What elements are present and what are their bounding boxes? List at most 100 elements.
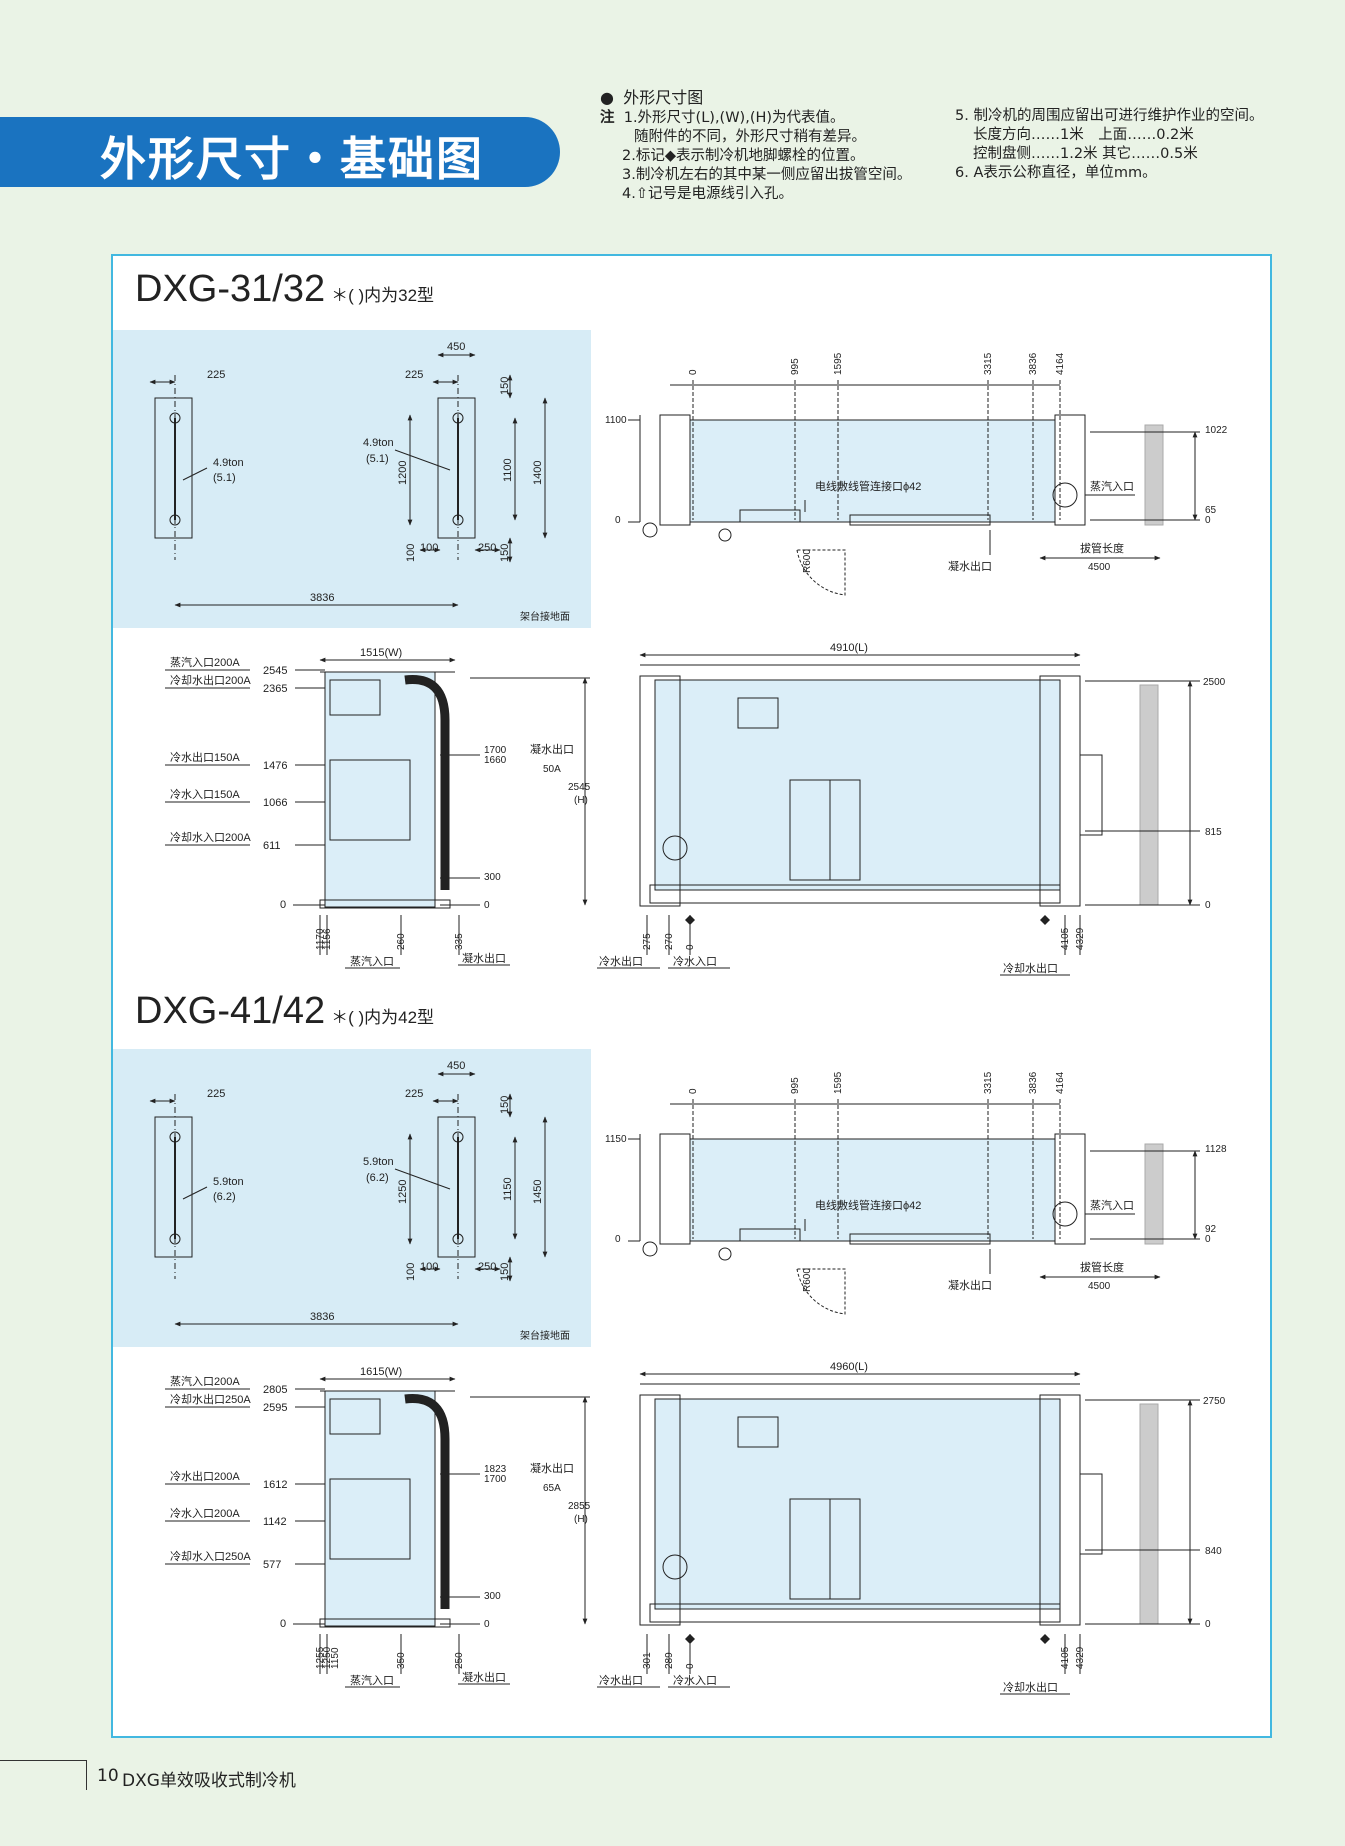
dim-label: 2855 — [568, 1501, 591, 1512]
dim-label: 0 — [484, 900, 490, 911]
dim-label: 3836 — [1028, 1071, 1039, 1094]
dim-label: 1660 — [484, 755, 507, 766]
dim-label: 450 — [447, 1060, 465, 1072]
connection-label: 冷却水出口200A — [170, 673, 251, 687]
anchor-bolt-icon — [1040, 915, 1050, 925]
dim-label: 冷水出口 — [599, 1673, 643, 1687]
dim-label: 4164 — [1055, 1071, 1066, 1094]
dim-label: 1150 — [605, 1134, 627, 1145]
header-box — [329, 1398, 381, 1435]
dim-label: 凝水出口 — [530, 1461, 574, 1475]
bolt-icon — [169, 412, 181, 424]
dim-label: 250 — [478, 1261, 496, 1273]
dim-label: 蒸汽入口 — [350, 1673, 394, 1687]
dim-label: 1700 — [484, 745, 507, 756]
dim-label: 1595 — [833, 352, 844, 375]
end-box — [659, 1133, 691, 1245]
connection-label: 蒸汽入口200A — [170, 1374, 240, 1388]
dim-label: 225 — [405, 369, 423, 381]
dim-label: 冷却水出口 — [1003, 1680, 1058, 1694]
anchor-bolt-icon — [1040, 1634, 1050, 1644]
dim-label: 1022 — [1205, 425, 1228, 436]
connection-label: 冷水入口150A — [170, 788, 240, 801]
pump-icon — [662, 1554, 688, 1580]
dim-label: 5.9ton — [363, 1156, 394, 1168]
dim-label: 蒸汽入口 — [350, 954, 394, 968]
connection-height: 1612 — [263, 1479, 287, 1491]
dim-label: 0 — [615, 515, 621, 526]
dim-label: 0 — [1205, 1619, 1211, 1630]
dim-label: 0 — [615, 1234, 621, 1245]
dim-label: 1400 — [532, 461, 544, 485]
dim-label: 0 — [280, 899, 286, 911]
dim-label: 65 — [1205, 505, 1217, 516]
note-4: 4.⇧记号是电源线引入孔。 — [622, 186, 793, 202]
dim-label: 100 — [405, 1263, 417, 1281]
dim-label: 1250 — [397, 1180, 409, 1204]
steam-inlet-icon — [1052, 482, 1078, 508]
dim-label: 4164 — [1055, 352, 1066, 375]
bolt-icon — [452, 1233, 464, 1245]
dim-label: 1150 — [502, 1177, 514, 1201]
dim-label: 凝水出口 — [462, 951, 506, 965]
connection-height: 2805 — [263, 1384, 287, 1396]
dim-label: 1595 — [833, 1071, 844, 1094]
dim-label: 凝水出口 — [462, 1670, 506, 1684]
dim-label: 拔管长度 — [1080, 541, 1124, 555]
dim-label: 225 — [405, 1088, 423, 1100]
anchor-bolt-icon — [685, 915, 695, 925]
dim-label: 995 — [790, 1077, 801, 1094]
footer-divider — [86, 1760, 87, 1790]
connection-label: 冷却水入口250A — [170, 1550, 251, 1563]
pipe-bend — [404, 1394, 450, 1609]
generator-box — [639, 1394, 681, 1626]
dim-label: 3836 — [1028, 352, 1039, 375]
page-title-bar: 外形尺寸・基础图 — [0, 117, 560, 187]
connection-label: 蒸汽入口200A — [170, 655, 240, 669]
page-title: 外形尺寸・基础图 — [100, 132, 484, 186]
dim-label: 凝水出口 — [948, 1278, 992, 1292]
dim-line — [394, 1168, 451, 1190]
dim-label: 3836 — [310, 1311, 334, 1323]
dim-label: 4500 — [1088, 562, 1111, 573]
base-frame — [649, 884, 1061, 904]
dim-label: 0 — [1205, 515, 1211, 526]
header-box — [329, 679, 381, 716]
connection-height: 1476 — [263, 760, 287, 772]
dim-label: 300 — [484, 1591, 501, 1602]
dim-label: 100 — [405, 544, 417, 562]
dim-label: 0 — [484, 1619, 490, 1630]
note-3: 3.制冷机左右的其中某一侧应留出拔管空间。 — [622, 167, 912, 183]
dim-label: 1100 — [502, 458, 514, 482]
dim-label: 3315 — [983, 352, 994, 375]
connection-height: 2365 — [263, 683, 287, 695]
dim-label: 冷水入口 — [673, 1674, 717, 1687]
note-1: 1.外形尺寸(L),(W),(H)为代表值。 — [623, 110, 845, 126]
side-elevation: 1615(W)蒸汽入口200A2805冷却水出口250A2595冷水出口200A… — [165, 1366, 591, 1688]
dim-label: 5.9ton — [213, 1176, 244, 1188]
footer-title: DXG单效吸收式制冷机 — [122, 1771, 296, 1791]
dim-label: 450 — [447, 341, 465, 353]
connection-label: 冷却水出口250A — [170, 1392, 251, 1406]
dim-label: 815 — [1205, 827, 1222, 838]
dim-label: 50A — [543, 764, 561, 775]
dim-label: 蒸汽入口 — [1090, 479, 1134, 493]
connection-label: 冷却水入口200A — [170, 831, 251, 844]
dim-line — [182, 467, 208, 481]
dim-label: 100 — [420, 542, 438, 554]
connection-height: 577 — [263, 1559, 281, 1571]
dim-label: 电线敷线管连接口ϕ42 — [815, 479, 921, 493]
connection-label: 冷水入口200A — [170, 1507, 240, 1520]
dim-label: 1200 — [397, 461, 409, 485]
caster-icon — [642, 1241, 658, 1257]
dim-label: 1515(W) — [360, 647, 402, 659]
dim-label: 4.9ton — [363, 437, 394, 449]
generator-box — [639, 675, 681, 907]
dim-label: 1128 — [1205, 1144, 1227, 1155]
dim-label: (H) — [574, 1514, 588, 1525]
note-5: 5. 制冷机的周围应留出可进行维护作业的空间。 — [955, 108, 1264, 124]
dim-label: 1150 — [330, 1647, 341, 1669]
